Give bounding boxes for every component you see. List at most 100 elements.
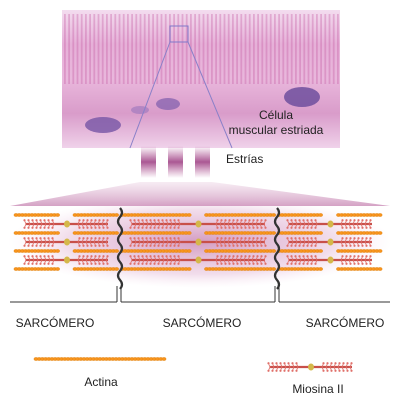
striation-line: [135, 14, 138, 84]
actin-filament: [119, 231, 192, 235]
striation-line: [127, 14, 129, 84]
striation-line: [118, 14, 121, 84]
m-line: [195, 256, 202, 264]
striation-line: [265, 14, 268, 84]
cell-label-line2: muscular estriada: [229, 123, 324, 137]
striation-line: [219, 14, 222, 84]
m-line: [64, 238, 70, 246]
striation-line: [76, 14, 79, 84]
striation-line: [202, 14, 205, 84]
striation-line: [244, 14, 247, 84]
striation-line: [173, 14, 175, 84]
striation-line: [89, 14, 91, 84]
legend-myosin-label: Miosina II: [292, 382, 343, 396]
striation-line: [269, 14, 272, 84]
striation-line: [232, 14, 234, 84]
striation-line: [303, 14, 306, 84]
m-line: [195, 220, 202, 228]
cell-label-line1: Célula: [259, 108, 293, 122]
actin-filament: [119, 213, 192, 217]
m-line: [327, 220, 334, 228]
actin-filament: [119, 267, 192, 271]
actin-filament: [276, 213, 323, 217]
striation-line: [160, 14, 163, 84]
actin-filament: [276, 231, 323, 235]
actin-filament: [204, 249, 276, 253]
striation-line: [164, 14, 167, 84]
striation-line: [72, 14, 75, 84]
muscle-cell-micrograph: [62, 10, 340, 148]
striation-line: [295, 14, 297, 84]
actin-filament: [13, 249, 60, 253]
striation-line: [311, 14, 314, 84]
striation-line: [185, 14, 188, 84]
myosin-filament: [129, 237, 267, 247]
striation-line: [110, 14, 112, 84]
actin-filament: [336, 249, 383, 253]
striation-line: [261, 14, 264, 84]
striation-line: [148, 14, 150, 84]
actin-filament: [276, 249, 323, 253]
striation-line: [274, 14, 276, 84]
sarcomere-label-left: SARCÓMERO: [16, 315, 95, 330]
striation-line: [248, 14, 251, 84]
micrograph-striations: [64, 14, 339, 84]
striation-line: [211, 14, 213, 84]
striation-line: [80, 14, 83, 84]
striation-line: [101, 14, 104, 84]
striation-line: [278, 14, 280, 84]
m-line: [195, 238, 202, 246]
striation-line: [97, 14, 100, 84]
striation-line: [85, 14, 87, 84]
nucleus: [85, 117, 121, 133]
actin-filament: [204, 231, 276, 235]
striation-line: [282, 14, 285, 84]
myosin-filament: [23, 255, 109, 265]
actin-filament: [72, 213, 119, 217]
striation-line: [215, 14, 217, 84]
actin-filament: [72, 231, 119, 235]
legend-myosin-filament: [267, 362, 353, 372]
zoom-line-left: [129, 41, 171, 149]
actin-filament: [204, 267, 276, 271]
striation-line: [181, 14, 184, 84]
striation-line: [324, 14, 327, 84]
myosin-filament: [23, 219, 109, 229]
striation-line: [198, 14, 201, 84]
striation-line: [307, 14, 310, 84]
actin-filament: [13, 267, 60, 271]
actin-filament: [336, 231, 383, 235]
striation-line: [139, 14, 142, 84]
striation-line: [332, 14, 335, 84]
striation-line: [227, 14, 230, 84]
actin-filament: [336, 213, 383, 217]
actin-filament: [33, 357, 167, 361]
actin-filament: [13, 213, 60, 217]
nucleus: [284, 87, 320, 107]
striation-line: [152, 14, 154, 84]
actin-filament: [204, 213, 276, 217]
m-line: [64, 256, 70, 264]
actin-filament: [72, 267, 119, 271]
actin-filament: [13, 231, 60, 235]
nucleus: [156, 98, 180, 110]
striation-line: [240, 14, 243, 84]
striation-line: [337, 14, 339, 84]
striation-line: [93, 14, 96, 84]
zoom-box: [169, 25, 189, 43]
filament-layer: [13, 207, 383, 290]
striation-line: [206, 14, 209, 84]
striation-line: [286, 14, 289, 84]
striation-bands: [141, 146, 210, 178]
myosin-filament: [129, 219, 267, 229]
m-line: [64, 220, 70, 228]
striation-line: [131, 14, 133, 84]
myosin-filament: [286, 219, 372, 229]
actin-filament: [276, 267, 323, 271]
striation-line: [114, 14, 117, 84]
actin-filament: [119, 249, 192, 253]
striation-line: [253, 14, 255, 84]
striation-line: [122, 14, 125, 84]
sarcomere-label-right: SARCÓMERO: [306, 315, 385, 330]
sarcomere-label-center: SARCÓMERO: [163, 315, 242, 330]
